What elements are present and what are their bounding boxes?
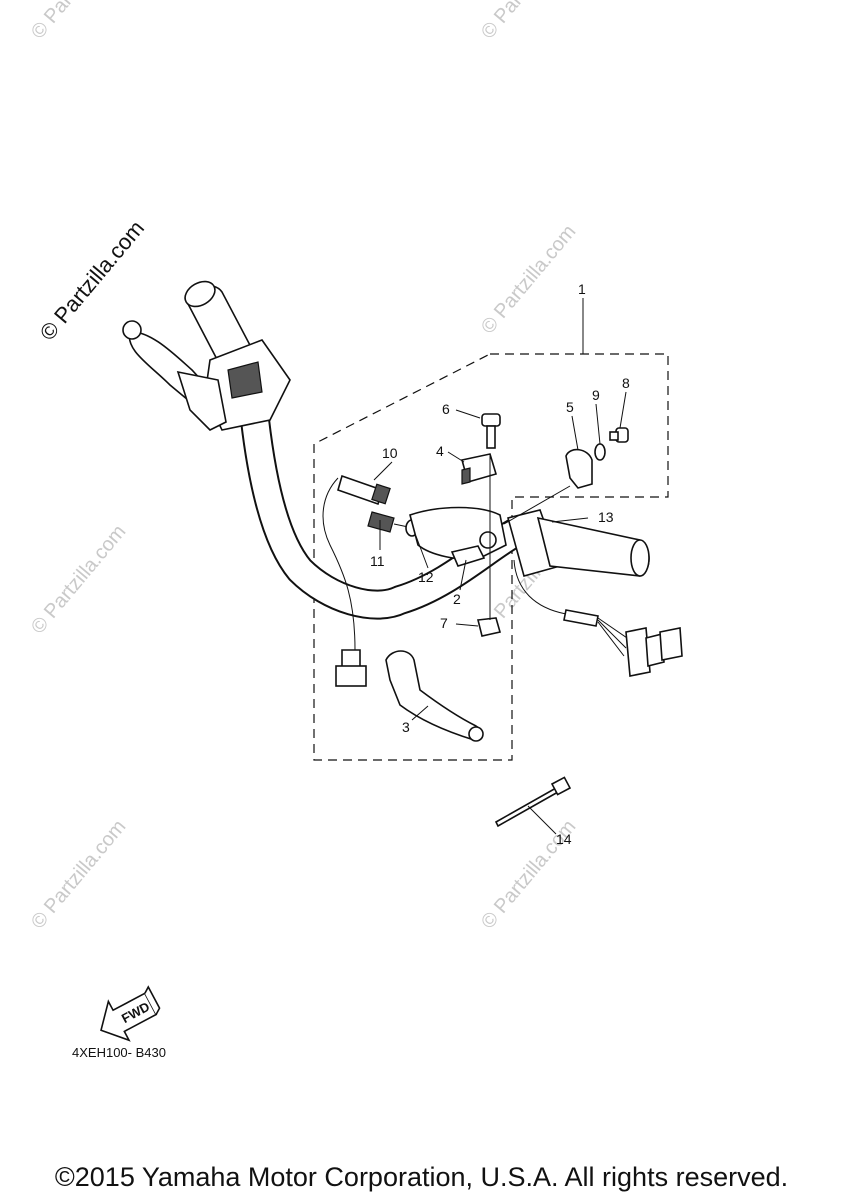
- part-8-screw: [609, 427, 629, 443]
- right-connectors: [625, 627, 683, 677]
- copyright-notice: ©2015 Yamaha Motor Corporation, U.S.A. A…: [54, 1162, 789, 1192]
- right-wire-sleeve: [563, 609, 599, 627]
- diagram-code: 4XEH100- B430: [72, 1045, 166, 1060]
- part-7-nut: [477, 617, 502, 637]
- callout-14: 14: [556, 831, 572, 847]
- watermark: © Partzilla.com: [477, 221, 580, 338]
- callouts: 1 2 3 4 5 6 7 8 9 10 11 12 13 14: [370, 281, 630, 847]
- leader-lines: [373, 298, 627, 835]
- callout-10: 10: [382, 445, 398, 461]
- left-grip-assembly: [122, 280, 291, 431]
- callout-12: 12: [418, 569, 434, 585]
- fwd-arrow-icon: FWD: [100, 985, 161, 1042]
- part-4-switch: [461, 453, 497, 485]
- callout-4: 4: [436, 443, 444, 459]
- watermark: © Partzilla.com: [27, 521, 130, 638]
- right-wire: [513, 559, 567, 615]
- part-13-throttle-grip: [507, 509, 650, 577]
- watermark: © Partzilla.com: [27, 816, 130, 933]
- part-10-adjuster: [337, 474, 391, 506]
- callout-9: 9: [592, 387, 600, 403]
- callout-11: 11: [370, 553, 385, 569]
- callout-5: 5: [566, 399, 574, 415]
- watermark: © Partzilla.com: [27, 0, 130, 43]
- callout-2: 2: [453, 591, 461, 607]
- part-14-cable-tie: [494, 776, 572, 828]
- part-9-washer: [594, 443, 606, 461]
- callout-7: 7: [440, 615, 448, 631]
- left-wire: [322, 477, 356, 651]
- callout-13: 13: [598, 509, 614, 525]
- assembly-boundary: [313, 353, 669, 761]
- part-2-pivot: [450, 545, 486, 567]
- part-6-bolt: [481, 413, 501, 449]
- callout-8: 8: [622, 375, 630, 391]
- lever-holder: [409, 506, 507, 560]
- callout-1: 1: [578, 281, 586, 297]
- watermark: © Partzilla.com: [477, 0, 580, 43]
- watermark-grid: © Partzilla.com © Partzilla.com © Partzi…: [27, 0, 580, 933]
- callout-6: 6: [442, 401, 450, 417]
- part-5-clamp: [565, 448, 593, 489]
- part-3-lever: [385, 650, 484, 742]
- callout-3: 3: [402, 719, 410, 735]
